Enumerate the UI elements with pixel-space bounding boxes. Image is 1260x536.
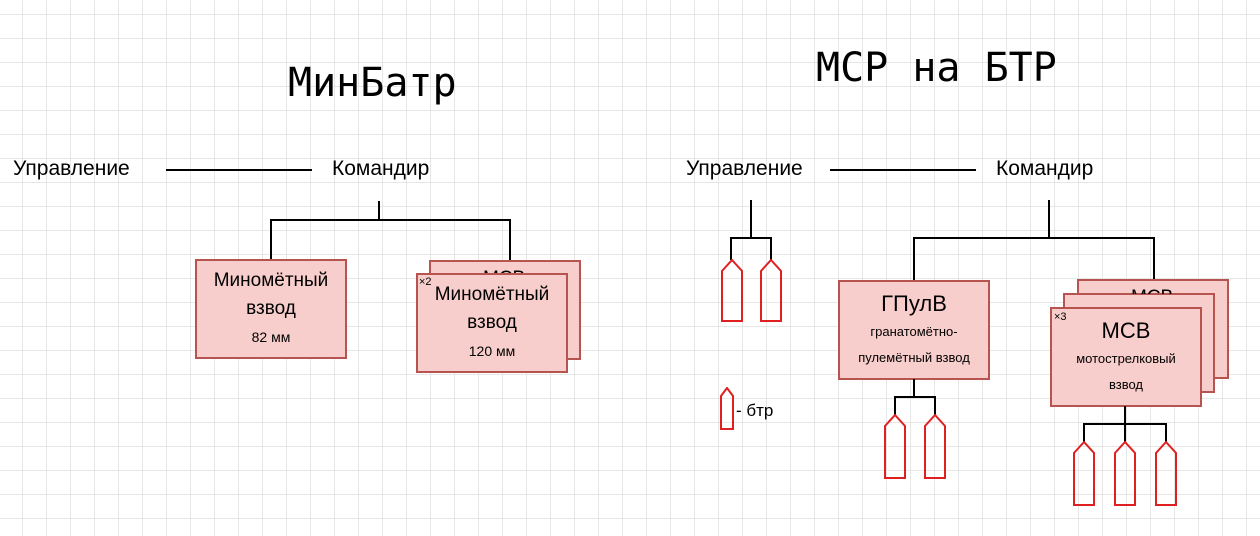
left-control-connector	[166, 169, 312, 171]
stack-multiplier: ×2	[419, 276, 432, 288]
btr-icon	[884, 414, 906, 479]
right-control-label: Управление	[686, 157, 803, 180]
msv-btr-drop-2	[1124, 423, 1126, 443]
btr-icon	[1114, 441, 1136, 506]
left-branch-2	[509, 219, 511, 261]
unit-abbr: ГПулВ	[881, 291, 947, 316]
unit-name-line2: взвод	[246, 298, 296, 319]
unit-desc-line1: мотострелковый	[1076, 351, 1176, 366]
unit-caliber: 82 мм	[251, 329, 291, 345]
left-commander-label: Командир	[332, 157, 430, 180]
mortar-platoon-82-box: Миномётный взвод 82 мм	[195, 259, 347, 359]
unit-abbr: МСВ	[1101, 318, 1151, 343]
stack-back-text: МСВ	[483, 268, 525, 276]
right-commander-label: Командир	[996, 157, 1094, 180]
control-stem	[750, 200, 752, 238]
btr-legend-label: - бтр	[736, 401, 774, 420]
grenade-mg-platoon-box: ГПулВ гранатомётно- пулемётный взвод	[838, 280, 990, 380]
btr-icon	[721, 259, 743, 322]
right-branch-bar	[913, 237, 1155, 239]
control-btr-drop-2	[770, 237, 772, 260]
gpulv-stem	[913, 379, 915, 397]
unit-desc-line1: гранатомётно-	[870, 324, 958, 339]
gpulv-btr-bar	[894, 396, 936, 398]
gpulv-btr-drop-1	[894, 396, 896, 416]
control-btr-drop-1	[730, 237, 732, 260]
control-btr-bar	[730, 237, 772, 239]
unit-name-line1: Миномётный	[213, 270, 329, 291]
unit-desc-line2: взвод	[1108, 377, 1143, 392]
btr-icon	[760, 259, 782, 322]
gpulv-btr-drop-2	[934, 396, 936, 416]
mortar-platoon-120-box: Миномётный взвод 120 мм	[416, 273, 568, 373]
btr-icon	[1155, 441, 1177, 506]
right-branch-2	[1153, 237, 1155, 279]
right-diagram-title: МСР на БТР	[816, 45, 1057, 91]
msv-btr-drop-3	[1165, 423, 1167, 443]
right-control-connector	[830, 169, 976, 171]
right-branch-1	[913, 237, 915, 281]
left-branch-bar	[270, 219, 511, 221]
left-commander-stem	[378, 201, 380, 221]
unit-name-line1: Миномётный	[434, 284, 550, 305]
unit-caliber: 120 мм	[468, 343, 516, 359]
right-commander-stem	[1048, 200, 1050, 238]
unit-name-line2: взвод	[467, 312, 517, 333]
btr-legend-icon	[720, 387, 734, 430]
stack-multiplier: ×3	[1054, 311, 1067, 323]
left-branch-1	[270, 219, 272, 260]
btr-icon	[924, 414, 946, 479]
left-diagram-title: МинБатр	[288, 60, 457, 106]
unit-desc-line2: пулемётный взвод	[858, 350, 970, 365]
msv-btr-drop-1	[1083, 423, 1085, 443]
motor-rifle-platoon-box: МСВ мотострелковый взвод	[1050, 307, 1202, 407]
btr-icon	[1073, 441, 1095, 506]
msv-stem	[1124, 406, 1126, 424]
stack-back-text: МСВ	[1131, 287, 1173, 294]
left-control-label: Управление	[13, 157, 130, 180]
